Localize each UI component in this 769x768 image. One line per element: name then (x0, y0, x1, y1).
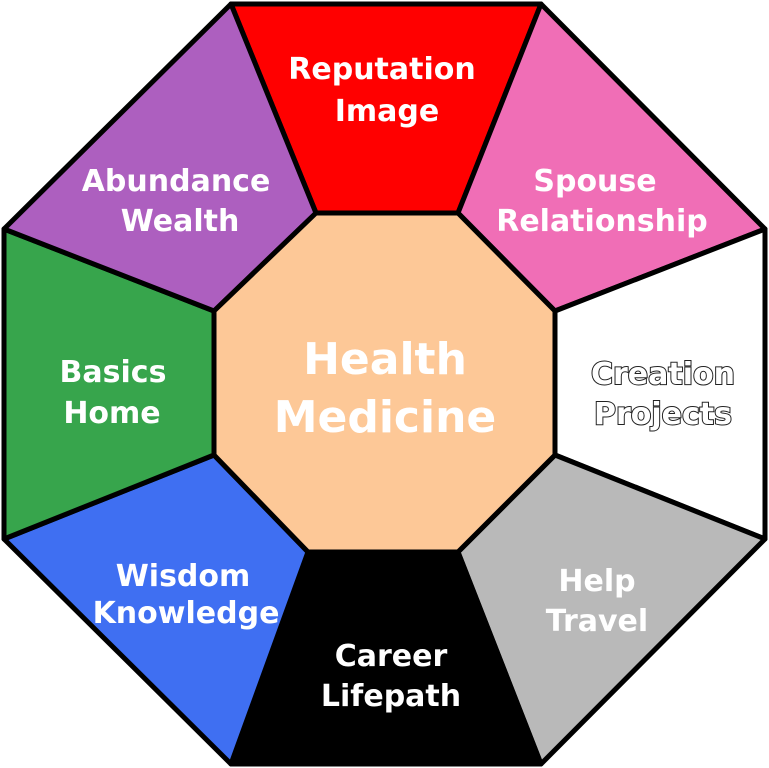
label-lifepath: Lifepath (321, 679, 461, 714)
label-projects: Projects (594, 397, 732, 432)
label-knowledge: Knowledge (93, 596, 280, 631)
label-wealth: Wealth (121, 204, 240, 239)
label-basics: Basics (60, 355, 167, 390)
label-spouse: Spouse (533, 164, 656, 199)
center-label-medicine: Medicine (274, 392, 497, 443)
label-travel: Travel (546, 604, 648, 639)
center-octagon-health (211, 210, 558, 555)
label-home: Home (63, 396, 160, 431)
label-wisdom: Wisdom (116, 559, 251, 594)
label-relationship: Relationship (496, 204, 708, 239)
label-help: Help (558, 564, 635, 599)
label-creation: Creation (591, 357, 735, 392)
label-reputation: Reputation (288, 52, 475, 87)
center-label-health: Health (303, 334, 467, 385)
label-career: Career (335, 639, 448, 674)
label-abundance: Abundance (82, 164, 271, 199)
label-image: Image (335, 94, 440, 129)
